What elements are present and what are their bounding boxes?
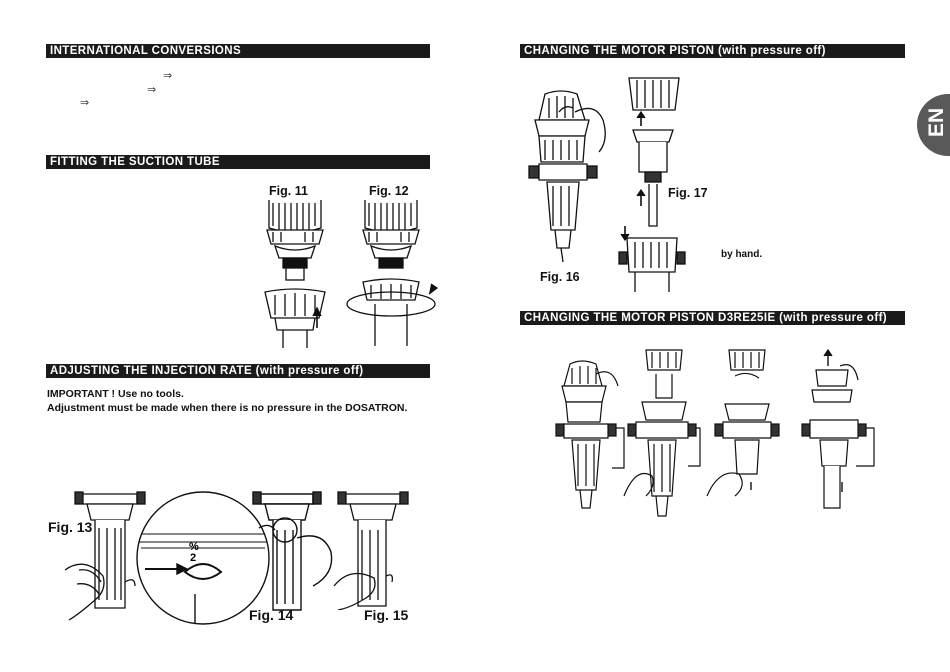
piston-step-2-illustration <box>623 349 701 517</box>
language-tab-label: EN <box>925 107 948 137</box>
dial-value: 2 <box>190 552 196 564</box>
figure-label-16: Fig. 16 <box>540 270 580 284</box>
section-header-fitting-suction-tube: FITTING THE SUCTION TUBE <box>46 155 430 169</box>
arrow-icon: ⇒ <box>163 70 173 82</box>
dial-percent-mark: % <box>189 541 199 553</box>
arrow-icon: ⇒ <box>147 84 157 96</box>
adjustment-note: Adjustment must be made when there is no… <box>47 402 408 414</box>
piston-step-3-illustration <box>706 349 780 497</box>
suction-tube-illustration-fig11 <box>264 200 326 348</box>
suction-tube-illustration-fig12 <box>346 200 439 346</box>
motor-piston-illustration-fig16 <box>528 90 606 263</box>
figure-label-12: Fig. 12 <box>369 184 409 198</box>
language-tab: EN <box>917 94 950 156</box>
injection-adjust-illustration-fig13 <box>64 491 146 621</box>
figure-label-11: Fig. 11 <box>269 184 308 198</box>
piston-step-1-illustration <box>555 360 625 509</box>
piston-step-4-illustration <box>801 348 875 509</box>
arrow-icon: ⇒ <box>80 97 90 109</box>
section-header-changing-motor-piston-d3re25ie: CHANGING THE MOTOR PISTON D3RE25IE (with… <box>520 311 905 325</box>
injection-adjust-illustration-fig15 <box>333 491 409 610</box>
section-header-adjusting-injection-rate: ADJUSTING THE INJECTION RATE (with press… <box>46 364 430 378</box>
figure-label-14: Fig. 14 <box>249 607 294 623</box>
figure-label-13: Fig. 13 <box>48 519 93 535</box>
section-header-changing-motor-piston: CHANGING THE MOTOR PISTON (with pressure… <box>520 44 905 58</box>
by-hand-note: by hand. <box>721 249 763 260</box>
figure-label-17: Fig. 17 <box>668 186 708 200</box>
motor-piston-illustration-fig17 <box>618 77 686 292</box>
figure-label-15: Fig. 15 <box>364 607 409 623</box>
important-note: IMPORTANT ! Use no tools. <box>47 388 184 400</box>
section-header-international-conversions: INTERNATIONAL CONVERSIONS <box>46 44 430 58</box>
dial-detail-illustration-fig14: % 2 <box>136 491 333 625</box>
